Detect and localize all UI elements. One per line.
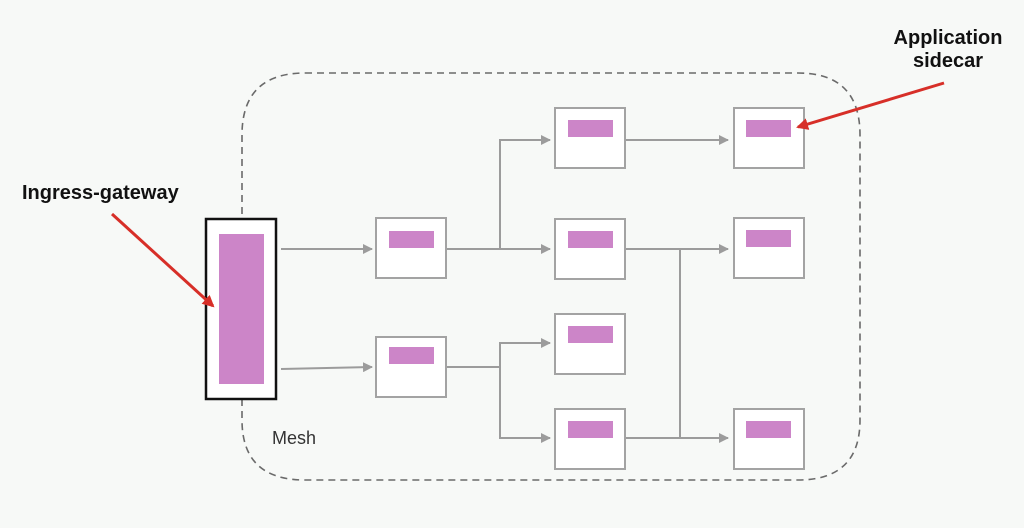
sidecar: [746, 421, 791, 438]
application-sidecar-label: Application sidecar: [868, 27, 1024, 73]
mesh-boundary: [241, 72, 861, 481]
ingress-gateway-label: Ingress-gateway: [22, 182, 179, 204]
service-t4: [554, 408, 626, 470]
sidecar: [746, 230, 791, 247]
application-sidecar-label-line1: Application: [893, 27, 1003, 49]
ingress-gateway-node: [204, 217, 278, 401]
service-u2: [733, 217, 805, 279]
edge-s2-t3: [499, 338, 551, 367]
ingress-annotation-arrow: [110, 212, 215, 308]
sidecar-annotation-arrow: [796, 81, 945, 130]
service-t1: [554, 107, 626, 169]
service-t3: [554, 313, 626, 375]
service-s1: [375, 217, 447, 279]
service-u1: [733, 107, 805, 169]
application-sidecar-label-line2: sidecar: [912, 50, 984, 72]
service-t2: [554, 218, 626, 280]
edge-s2-t4: [499, 367, 551, 443]
mesh-label: Mesh: [272, 428, 317, 448]
sidecar: [389, 231, 434, 248]
application-sidecar: [746, 120, 791, 137]
sidecar: [568, 326, 613, 343]
service-s2: [375, 336, 447, 398]
edges: [280, 135, 729, 443]
gateway-sidecar: [219, 234, 264, 384]
sidecar: [568, 421, 613, 438]
edge-gateway-s2: [280, 362, 373, 373]
edge-s1-t1: [499, 135, 551, 249]
service-u3: [733, 408, 805, 470]
sidecar: [568, 231, 613, 248]
sidecar: [568, 120, 613, 137]
sidecar: [389, 347, 434, 364]
